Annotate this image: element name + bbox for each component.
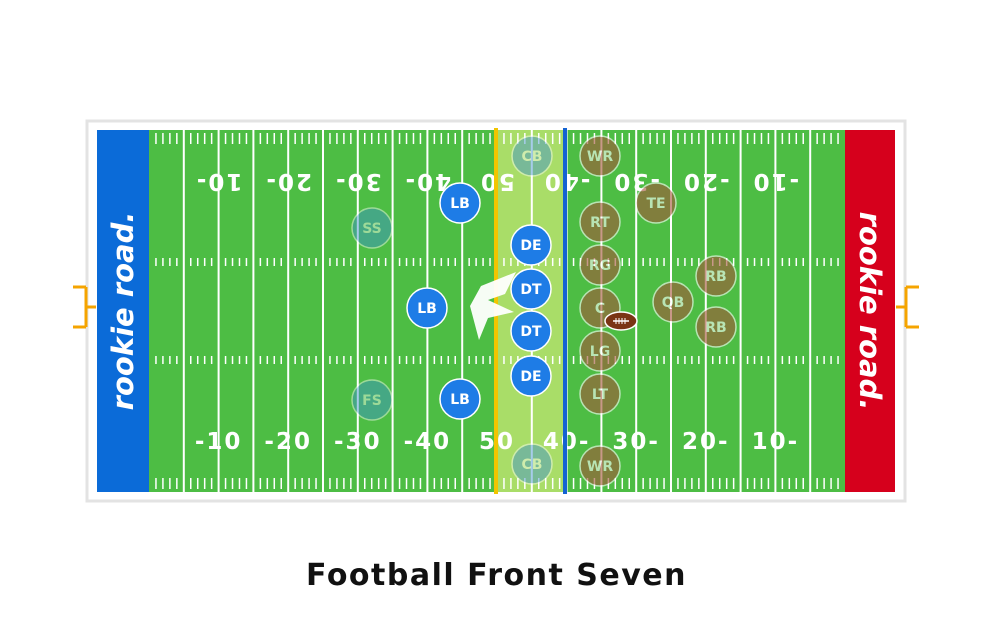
offense-player-wr: WR bbox=[579, 135, 621, 177]
defense-player-lb: LB bbox=[439, 182, 481, 224]
defense-player-lb: LB bbox=[439, 378, 481, 420]
yard-number: 30- bbox=[334, 168, 382, 194]
defense-player-ss: SS bbox=[351, 207, 393, 249]
svg-text:RT: RT bbox=[590, 215, 610, 231]
yard-number: -20 bbox=[682, 168, 730, 194]
defense-player-cb: CB bbox=[511, 443, 553, 485]
svg-text:QB: QB bbox=[662, 295, 685, 311]
svg-text:CB: CB bbox=[522, 457, 543, 473]
right-end-zone-brand: rookie road. bbox=[853, 212, 887, 411]
left-end-zone bbox=[97, 130, 149, 492]
defense-player-dt: DT bbox=[510, 268, 552, 310]
svg-text:LB: LB bbox=[450, 392, 470, 408]
svg-text:WR: WR bbox=[587, 459, 613, 475]
svg-text:LB: LB bbox=[417, 301, 437, 317]
svg-text:CB: CB bbox=[522, 149, 543, 165]
offense-player-te: TE bbox=[635, 182, 677, 224]
svg-text:LG: LG bbox=[590, 344, 610, 360]
yard-number: -30 bbox=[334, 429, 382, 455]
svg-text:RB: RB bbox=[705, 269, 726, 285]
offense-player-rb: RB bbox=[695, 306, 737, 348]
svg-text:WR: WR bbox=[587, 149, 613, 165]
offense-player-rg: RG bbox=[579, 244, 621, 286]
defense-player-dt: DT bbox=[510, 310, 552, 352]
offense-player-rt: RT bbox=[579, 201, 621, 243]
offense-player-lt: LT bbox=[579, 373, 621, 415]
svg-text:C: C bbox=[595, 301, 605, 317]
yard-number: -40 bbox=[404, 429, 452, 455]
svg-text:TE: TE bbox=[646, 196, 665, 212]
offense-player-qb: QB bbox=[652, 281, 694, 323]
yard-number: 20- bbox=[264, 168, 312, 194]
yard-number: 10- bbox=[195, 168, 243, 194]
defense-player-de: DE bbox=[510, 355, 552, 397]
right-end-zone bbox=[845, 130, 895, 492]
yard-number: 30- bbox=[612, 429, 660, 455]
svg-text:RG: RG bbox=[589, 258, 611, 274]
yard-number: -10 bbox=[752, 168, 800, 194]
svg-text:DT: DT bbox=[520, 324, 542, 340]
defense-player-lb: LB bbox=[406, 287, 448, 329]
midfield-logo bbox=[470, 272, 516, 340]
yard-number: 10- bbox=[752, 429, 800, 455]
svg-text:LB: LB bbox=[450, 196, 470, 212]
defense-player-cb: CB bbox=[511, 135, 553, 177]
yard-number: -20 bbox=[264, 429, 312, 455]
yard-numbers-bottom: -10-20-30-405040-30-20-10- bbox=[195, 429, 800, 455]
yard-number: 40- bbox=[404, 168, 452, 194]
svg-text:DE: DE bbox=[520, 238, 541, 254]
offense-player-rb: RB bbox=[695, 255, 737, 297]
diagram-title: Football Front Seven bbox=[306, 558, 687, 593]
defense-player-fs: FS bbox=[351, 379, 393, 421]
svg-text:SS: SS bbox=[362, 221, 382, 237]
football-icon bbox=[604, 311, 638, 331]
defense-player-de: DE bbox=[510, 224, 552, 266]
right-goalpost bbox=[896, 285, 919, 329]
yard-number: 20- bbox=[682, 429, 730, 455]
svg-text:LT: LT bbox=[592, 387, 609, 403]
offense-player-lg: LG bbox=[579, 330, 621, 372]
left-end-zone-brand: rookie road. bbox=[106, 212, 140, 411]
svg-text:FS: FS bbox=[362, 393, 382, 409]
svg-text:DE: DE bbox=[520, 369, 541, 385]
yard-number: -10 bbox=[195, 429, 243, 455]
hash-marks bbox=[155, 133, 839, 489]
left-goalpost bbox=[73, 285, 96, 329]
svg-text:DT: DT bbox=[520, 282, 542, 298]
players: LB LB LB DE DT DT DE CB CB SS FS WR TE RT RG C LG LT WR QB R… bbox=[351, 135, 737, 487]
offense-player-wr: WR bbox=[579, 445, 621, 487]
svg-text:RB: RB bbox=[705, 320, 726, 336]
